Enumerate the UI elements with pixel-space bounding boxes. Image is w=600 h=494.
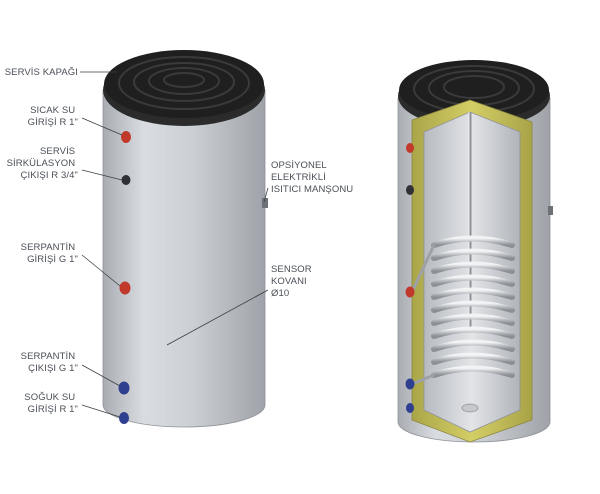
leader-soguk-su — [81, 404, 121, 418]
leader-lines — [80, 71, 269, 418]
coil-turn — [431, 235, 515, 248]
service-lid-ring — [118, 56, 250, 110]
right-cold-water-port — [406, 403, 414, 413]
right-tank-cutaway — [397, 60, 553, 443]
heater-sleeve — [262, 198, 268, 208]
leader-sensor — [166, 289, 269, 346]
label-opsiyonel: OPSİYONEL ELEKTRİKLİ ISITICI MANŞONU — [271, 160, 353, 195]
circulation-port — [121, 175, 131, 185]
coil-turn — [431, 326, 515, 339]
coil-turn — [431, 300, 515, 313]
coil-inlet-pipe — [410, 244, 436, 293]
coil-turn — [431, 339, 515, 352]
label-sicak-su: SICAK SU GİRİŞİ R 1" — [28, 105, 78, 128]
leader-serpantin-giris — [81, 254, 121, 287]
coil-inlet-port — [119, 281, 131, 295]
label-servis-sirkulasyon: SERVİS SİRKÜLASYON ÇIKIŞI R 3/4" — [7, 146, 78, 181]
coil-turn — [431, 287, 515, 300]
right-circulation-port — [406, 185, 414, 195]
hot-water-port — [121, 131, 131, 143]
left-tank — [102, 50, 268, 428]
right-lid-ring — [443, 75, 505, 99]
label-serpantin-cikis: SERPANTİN ÇIKIŞI G 1" — [21, 351, 78, 374]
label-soguk-su: SOĞUK SU GİRİŞİ R 1" — [24, 392, 78, 415]
coil-turn — [431, 365, 515, 378]
leader-opsiyonel — [263, 187, 269, 203]
leader-servis-sirkulasyon — [81, 169, 123, 181]
coil-turn — [431, 352, 515, 365]
service-lid — [104, 50, 264, 118]
coil-turn — [431, 261, 515, 274]
label-serpantin-giris: SERPANTİN GİRİŞİ G 1" — [21, 242, 78, 265]
coil-turn — [431, 274, 515, 287]
label-servis-kapagi: SERVİS KAPAĞI — [5, 67, 78, 78]
service-lid-ring — [163, 72, 205, 88]
service-lid-ring — [133, 62, 235, 102]
coil-outlet-port — [118, 381, 130, 395]
service-lid-ring — [148, 67, 220, 95]
leader-sicak-su — [81, 117, 123, 136]
cold-water-port — [119, 412, 129, 424]
right-hot-water-port — [406, 143, 414, 153]
leader-serpantin-cikis — [81, 364, 121, 387]
right-service-lid — [399, 60, 549, 120]
coil-turn — [431, 313, 515, 326]
coil-turn — [431, 248, 515, 261]
right-heater-sleeve — [548, 206, 553, 215]
coil-outlet-pipe — [411, 373, 435, 386]
heat-exchanger-coil — [431, 235, 515, 378]
right-coil-inlet-port — [405, 286, 415, 298]
right-bottom-drain — [461, 403, 479, 413]
right-coil-outlet-port — [405, 378, 415, 390]
label-sensor: SENSOR KOVANI Ø10 — [271, 264, 314, 299]
